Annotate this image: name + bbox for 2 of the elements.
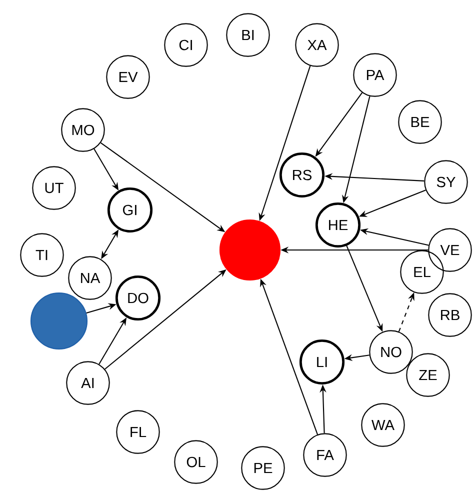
filled-circle xyxy=(219,219,281,281)
filled-circle xyxy=(30,292,88,350)
